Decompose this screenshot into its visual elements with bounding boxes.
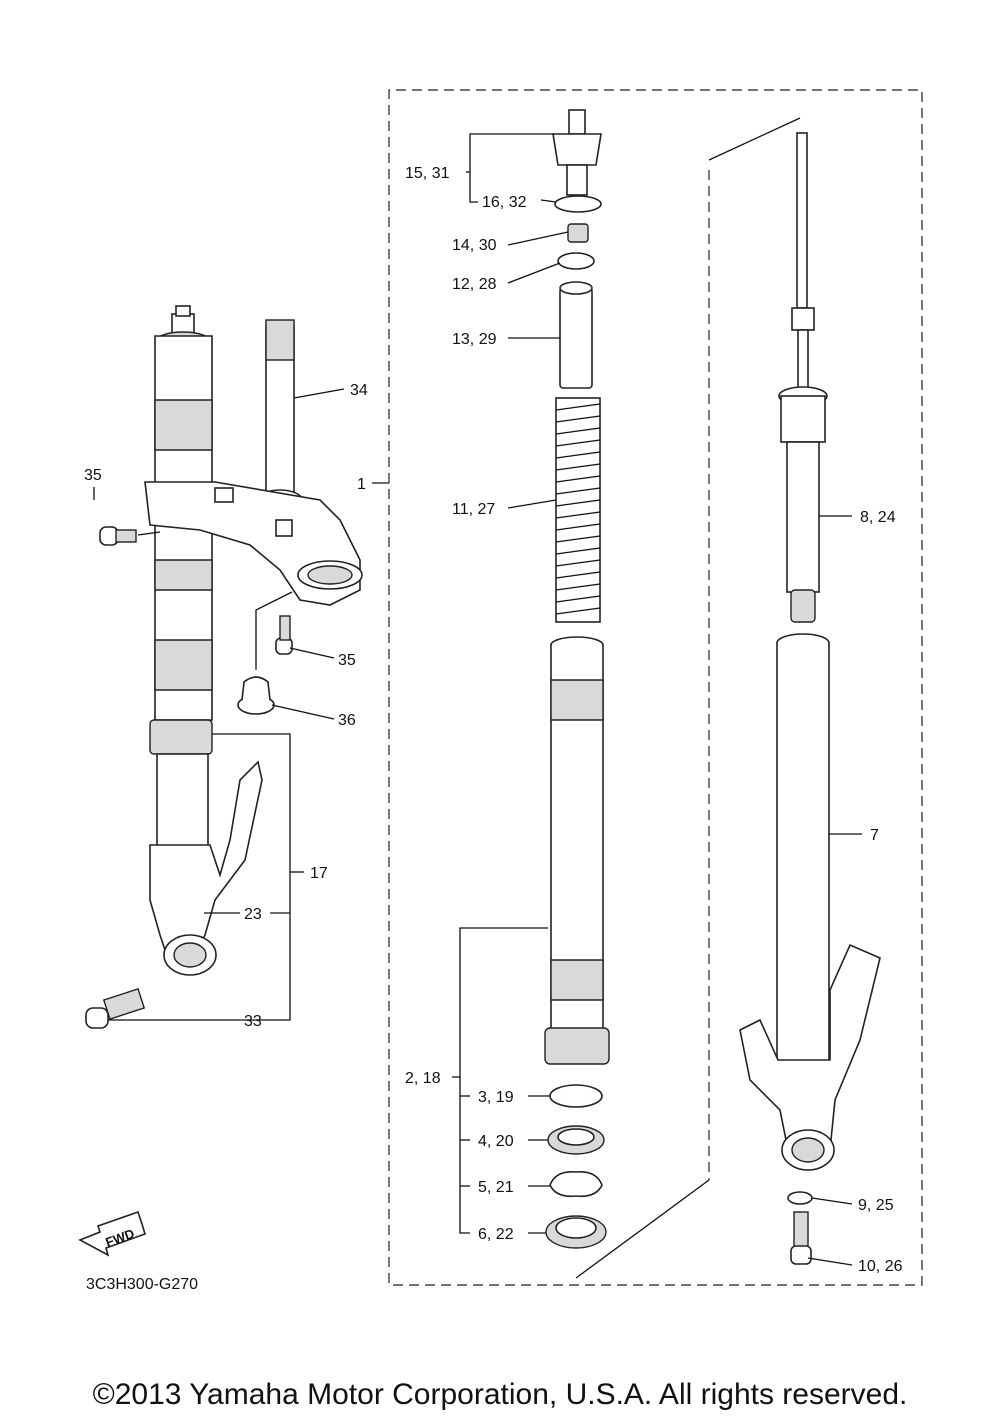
callout-label: 10, 26 bbox=[858, 1258, 903, 1275]
callout-label: 5, 21 bbox=[478, 1179, 514, 1196]
callout-label: 6, 22 bbox=[478, 1226, 514, 1243]
axle-bolt-33 bbox=[85, 988, 146, 1029]
callout-label: 3, 19 bbox=[478, 1089, 514, 1106]
callout-label: 4, 20 bbox=[478, 1133, 514, 1150]
callout-label: 15, 31 bbox=[405, 165, 450, 182]
callout-label: 23 bbox=[244, 906, 262, 923]
callout-label: 7 bbox=[870, 827, 879, 844]
inner-tube bbox=[544, 636, 610, 1065]
callout-label: 34 bbox=[350, 382, 368, 399]
callout-label: 1 bbox=[357, 476, 366, 493]
cap-36 bbox=[237, 676, 275, 715]
callout-label: 17 bbox=[310, 865, 328, 882]
callout-label: 35 bbox=[84, 467, 102, 484]
callout-label: 11, 27 bbox=[452, 501, 495, 518]
copyright-notice: ©2013 Yamaha Motor Corporation, U.S.A. A… bbox=[92, 1378, 908, 1411]
callout-label: 9, 25 bbox=[858, 1197, 894, 1214]
callout-label: 36 bbox=[338, 712, 356, 729]
callout-label: 14, 30 bbox=[452, 237, 497, 254]
callout-label: 2, 18 bbox=[405, 1070, 441, 1087]
left-fork-assembly bbox=[85, 305, 363, 1029]
callout-label: 12, 28 bbox=[452, 276, 497, 293]
callout-label: 35 bbox=[338, 652, 356, 669]
leader-lines bbox=[93, 117, 862, 1279]
damper-and-outer-tube bbox=[739, 132, 881, 1265]
assembly-boundary bbox=[388, 89, 923, 1286]
fwd-arrow-icon: FWD bbox=[78, 1210, 146, 1257]
callout-label: 33 bbox=[244, 1013, 262, 1030]
callout-label: 8, 24 bbox=[860, 509, 896, 526]
callout-label: 16, 32 bbox=[482, 194, 527, 211]
diagram-code: 3C3H300-G270 bbox=[86, 1276, 198, 1293]
fork-internals bbox=[544, 109, 610, 1249]
spring bbox=[555, 397, 601, 623]
callout-label: 13, 29 bbox=[452, 331, 497, 348]
clamp-bolt-left bbox=[99, 526, 137, 546]
callout-labels: 15, 31 16, 32 14, 30 12, 28 13, 29 11, 2… bbox=[84, 165, 903, 1275]
clamp-bolt-lower bbox=[275, 615, 293, 655]
